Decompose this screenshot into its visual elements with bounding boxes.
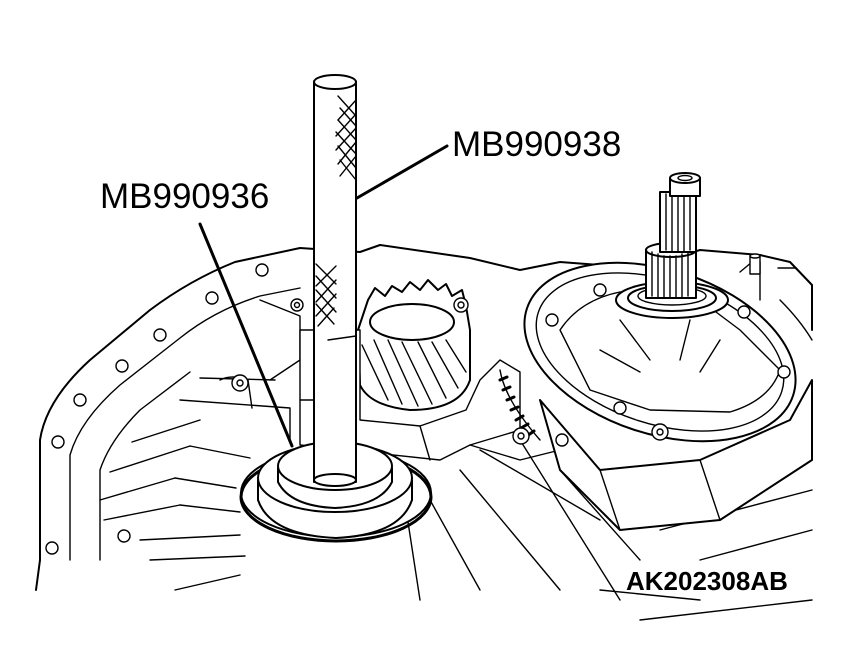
callout-leaders [198, 144, 449, 448]
flange-bolt-holes [45, 263, 269, 555]
input-shaft [645, 172, 701, 299]
ring-gear-teeth [469, 369, 561, 461]
installer-handle [313, 74, 357, 487]
knurling-top [335, 95, 357, 181]
label-tool-lower: MB990936 [100, 177, 269, 216]
label-tool-upper: MB990938 [452, 125, 621, 164]
knurling-middle [315, 263, 337, 327]
oil-pump-housing [523, 261, 813, 531]
leader-line-upper [355, 144, 449, 200]
upper-right-bracket [739, 253, 813, 341]
leader-line-lower [198, 222, 294, 448]
figure-code: AK202308AB [626, 566, 788, 596]
